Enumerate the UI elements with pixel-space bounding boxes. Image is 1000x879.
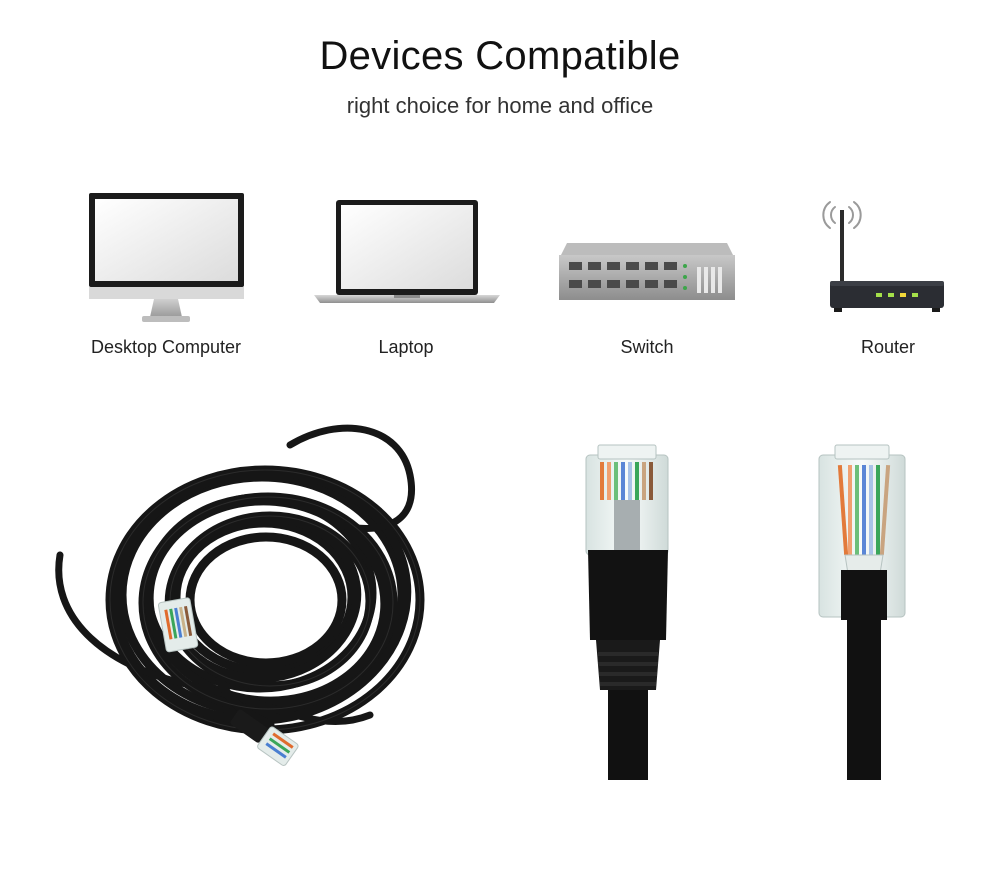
- device-label-router: Router: [860, 337, 916, 357]
- device-switch: Switch: [547, 185, 747, 365]
- device-label-switch: Switch: [620, 337, 674, 357]
- device-desktop-computer: Desktop Computer: [66, 185, 266, 365]
- network-switch-icon: [559, 243, 735, 300]
- device-label-desktop-computer: Desktop Computer: [90, 337, 242, 357]
- page-subtitle: right choice for home and office: [346, 93, 654, 118]
- device-label-laptop: Laptop: [378, 337, 434, 357]
- wifi-router-icon: [822, 201, 944, 312]
- desktop-computer-icon: [89, 193, 244, 322]
- coiled-ethernet-cable-image: [55, 424, 425, 766]
- page-title: Devices Compatible: [319, 34, 681, 78]
- laptop-icon: [314, 200, 500, 303]
- rj45-connector-with-boot-image: [585, 444, 669, 780]
- device-laptop: Laptop: [306, 185, 506, 365]
- rj45-connector-without-boot-image: [818, 444, 906, 780]
- device-router: Router: [788, 185, 988, 365]
